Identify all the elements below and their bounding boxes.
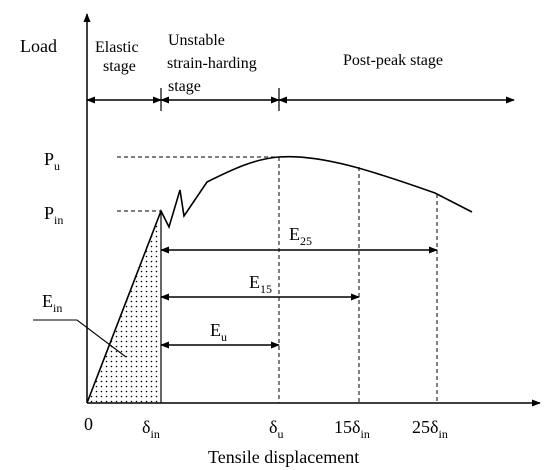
stage-unstable-label: Unstable strain-harding stage — [167, 32, 261, 95]
tick-d-in: δin — [142, 417, 160, 441]
stage-elastic-label: Elastic stage — [95, 39, 143, 75]
tick-d-u: δu — [269, 417, 283, 441]
origin-label: 0 — [84, 414, 93, 434]
e25-label: E25 — [289, 224, 312, 248]
tick-d-15: 15δin — [334, 417, 370, 441]
x-axis-label: Tensile displacement — [208, 447, 359, 467]
pu-label: Pu — [44, 149, 60, 173]
stage-post-peak-label: Post-peak stage — [343, 52, 443, 69]
pin-label: Pin — [44, 203, 63, 227]
ein-label: Ein — [42, 291, 62, 315]
ein-leader-line — [33, 319, 127, 358]
tick-d-25: 25δin — [412, 417, 448, 441]
e15-label: E15 — [249, 272, 272, 296]
y-axis-label: Load — [20, 36, 57, 56]
eu-label: Eu — [210, 320, 227, 344]
